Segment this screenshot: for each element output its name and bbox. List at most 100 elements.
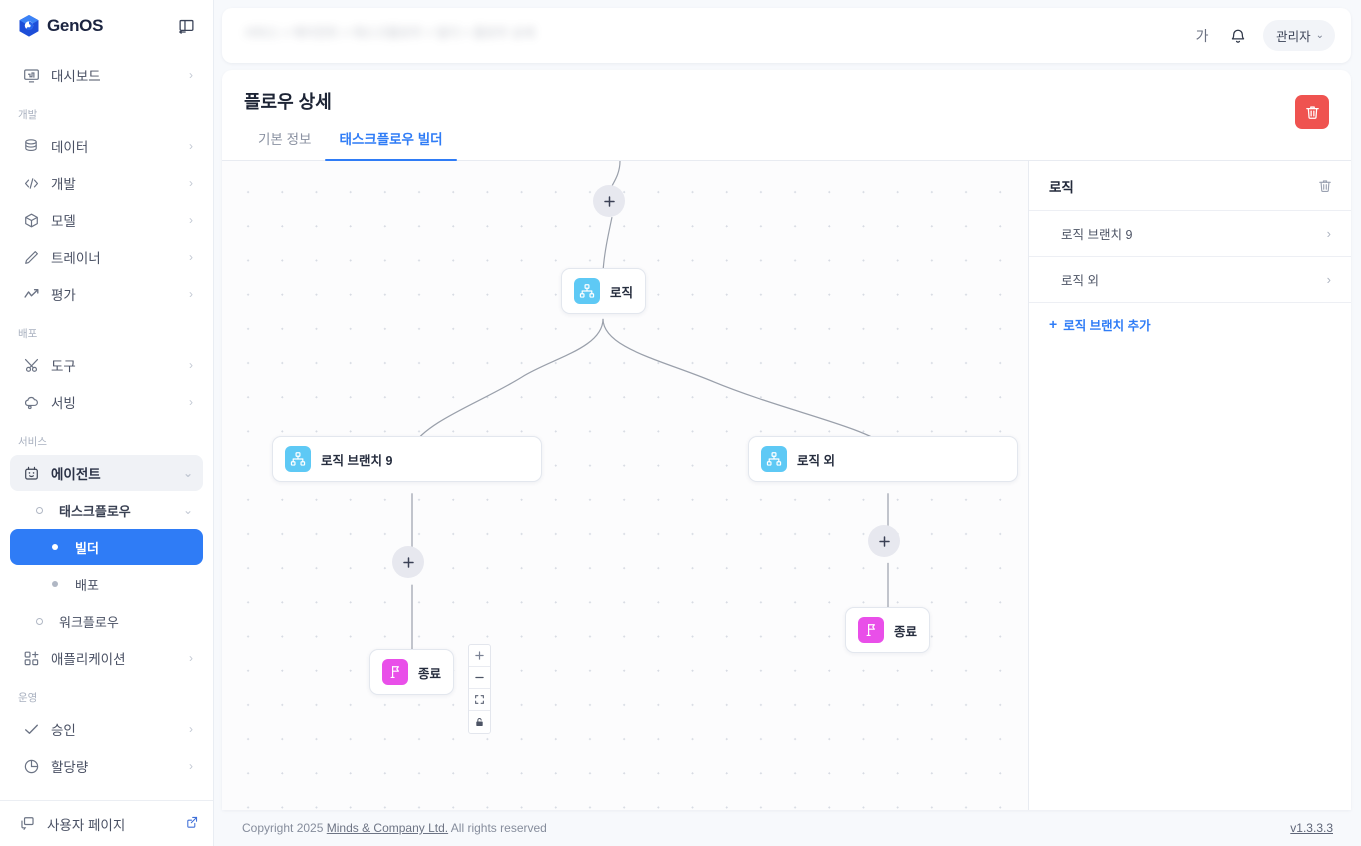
sidebar-item-label: 데이터: [51, 140, 89, 155]
sidebar-item-label: 도구: [51, 359, 76, 374]
chart-line-icon: [22, 285, 40, 303]
delete-flow-button[interactable]: [1295, 95, 1329, 129]
database-icon: [22, 137, 40, 155]
add-node-button-right[interactable]: [868, 525, 900, 557]
brand-name: GenOS: [47, 16, 104, 35]
sidebar-item-label: 할당량: [51, 760, 89, 775]
bell-icon[interactable]: [1223, 21, 1253, 51]
chevron-right-icon: ›: [189, 395, 193, 409]
chevron-right-icon: ›: [189, 213, 193, 227]
sidebar-item-eval[interactable]: 평가 ›: [10, 276, 203, 312]
add-node-button-left[interactable]: [392, 546, 424, 578]
sidebar-item-label: 승인: [51, 723, 76, 738]
topbar-actions: 가 관리자 ⌄: [1187, 20, 1335, 51]
sidebar-item-workflow[interactable]: 워크플로우: [10, 603, 203, 639]
sidebar-item-model[interactable]: 모델 ›: [10, 202, 203, 238]
chevron-right-icon: ›: [189, 722, 193, 736]
logic-branch-icon: [285, 446, 311, 472]
sidebar-item-agent[interactable]: 에이전트 ⌄: [10, 455, 203, 491]
sidebar-item-label: 모델: [51, 214, 76, 229]
fit-view-button[interactable]: [469, 689, 490, 711]
tab-basic-info[interactable]: 기본 정보: [258, 132, 312, 147]
sidebar-group-label-admin: 관리자 전용: [0, 785, 213, 800]
copyright-suffix: All rights reserved: [448, 821, 547, 835]
sidebar-brand-row: GenOS: [0, 0, 213, 52]
company-link[interactable]: Minds & Company Ltd.: [326, 821, 449, 835]
chevron-right-icon: ›: [189, 287, 193, 301]
flow-node-logic-else[interactable]: 로직 외: [748, 436, 1018, 482]
inspector-row-label: 로직 외: [1061, 274, 1099, 288]
inspector-title: 로직: [1049, 179, 1074, 195]
sidebar-nav: 대시보드 › 개발 데이터 ›: [0, 52, 213, 800]
dot-icon: [46, 538, 64, 556]
inspector-row-logic-else[interactable]: 로직 외 ›: [1029, 257, 1351, 303]
check-icon: [22, 720, 40, 738]
sidebar: GenOS 대시보드 ›: [0, 0, 214, 846]
end-flag-icon: [382, 659, 408, 685]
sidebar-group-label-dev: 개발: [18, 109, 38, 121]
inspector-header: 로직: [1029, 161, 1351, 211]
copyright: Copyright 2025 Minds & Company Ltd. All …: [224, 821, 547, 835]
sidebar-item-deploy[interactable]: 배포: [10, 566, 203, 602]
sidebar-item-label: 서빙: [51, 396, 76, 411]
zoom-in-button[interactable]: [469, 645, 490, 667]
dot-icon: [46, 575, 64, 593]
sidebar-group-label-service: 서비스: [18, 436, 47, 448]
user-menu-button[interactable]: 관리자 ⌄: [1263, 20, 1335, 51]
flow-node-label: 로직: [610, 285, 634, 300]
flow-node-end-right[interactable]: 종료: [845, 607, 931, 653]
end-flag-icon: [858, 617, 884, 643]
flow-node-label: 로직 브랜치 9: [321, 453, 393, 468]
zoom-out-button[interactable]: [469, 667, 490, 689]
user-name: 관리자: [1276, 30, 1311, 44]
tab-taskflow-builder[interactable]: 태스크플로우 빌더: [325, 128, 457, 161]
sidebar-item-data[interactable]: 데이터 ›: [10, 128, 203, 164]
flow-node-logic[interactable]: 로직: [561, 268, 647, 314]
sidebar-item-approval[interactable]: 승인 ›: [10, 711, 203, 747]
inspector-delete-icon[interactable]: [1317, 178, 1333, 194]
chevron-down-icon: ⌄: [182, 466, 193, 480]
add-node-button-top[interactable]: [593, 185, 625, 217]
sidebar-item-label: 에이전트: [51, 467, 101, 482]
sidebar-item-trainer[interactable]: 트레이너 ›: [10, 239, 203, 275]
topbar-wrap: 서비스 > 에이전트 > 태스크플로우 > 빌더 > 플로우 상세 가 관리자 …: [214, 0, 1361, 63]
lock-button[interactable]: [469, 711, 490, 733]
version-link[interactable]: v1.3.3.3: [1290, 821, 1333, 835]
logic-branch-icon: [761, 446, 787, 472]
edge-in-top: [611, 161, 621, 187]
sidebar-item-user-page[interactable]: 사용자 페이지: [0, 800, 213, 846]
sidebar-group-label-ops: 운영: [18, 692, 38, 704]
edge-plus-to-logic: [602, 216, 613, 273]
sidebar-item-serving[interactable]: 서빙 ›: [10, 384, 203, 420]
flow-canvas[interactable]: 로직 로직 브랜치 9: [222, 161, 1029, 810]
sidebar-group-label-deploy: 배포: [18, 328, 38, 340]
code-icon: [22, 174, 40, 192]
apps-icon: [22, 649, 40, 667]
sidebar-item-builder[interactable]: 빌더: [10, 529, 203, 565]
sidebar-item-application[interactable]: 애플리케이션 ›: [10, 640, 203, 676]
brand[interactable]: GenOS: [18, 14, 103, 38]
flow-node-logic-branch-9[interactable]: 로직 브랜치 9: [272, 436, 542, 482]
page-title: 플로우 상세: [244, 92, 332, 112]
sidebar-collapse-icon[interactable]: [173, 13, 199, 39]
flow-node-label: 종료: [894, 624, 918, 639]
chevron-right-icon: ›: [1326, 272, 1331, 287]
add-logic-branch-button[interactable]: plus-icon + 로직 브랜치 추가: [1049, 316, 1151, 333]
cube-icon: [22, 211, 40, 229]
sidebar-item-quota[interactable]: 할당량 ›: [10, 748, 203, 784]
sidebar-item-label: 배포: [75, 577, 99, 593]
sidebar-item-dashboard[interactable]: 대시보드 ›: [10, 57, 203, 93]
breadcrumb: 서비스 > 에이전트 > 태스크플로우 > 빌더 > 플로우 상세: [244, 26, 535, 40]
chevron-right-icon: ›: [189, 358, 193, 372]
inspector-row-branch-9[interactable]: 로직 브랜치 9 ›: [1029, 211, 1351, 257]
sidebar-item-taskflow[interactable]: 태스크플로우 ⌄: [10, 492, 203, 528]
flow-node-label: 로직 외: [797, 453, 835, 468]
font-size-button[interactable]: 가: [1195, 27, 1209, 44]
main-area: 서비스 > 에이전트 > 태스크플로우 > 빌더 > 플로우 상세 가 관리자 …: [214, 0, 1361, 846]
flow-node-end-left[interactable]: 종료: [369, 649, 455, 695]
sidebar-item-dev[interactable]: 개발 ›: [10, 165, 203, 201]
sidebar-item-tools[interactable]: 도구 ›: [10, 347, 203, 383]
edge-logic-to-branch9: [411, 318, 604, 447]
sidebar-item-label: 트레이너: [51, 251, 101, 266]
